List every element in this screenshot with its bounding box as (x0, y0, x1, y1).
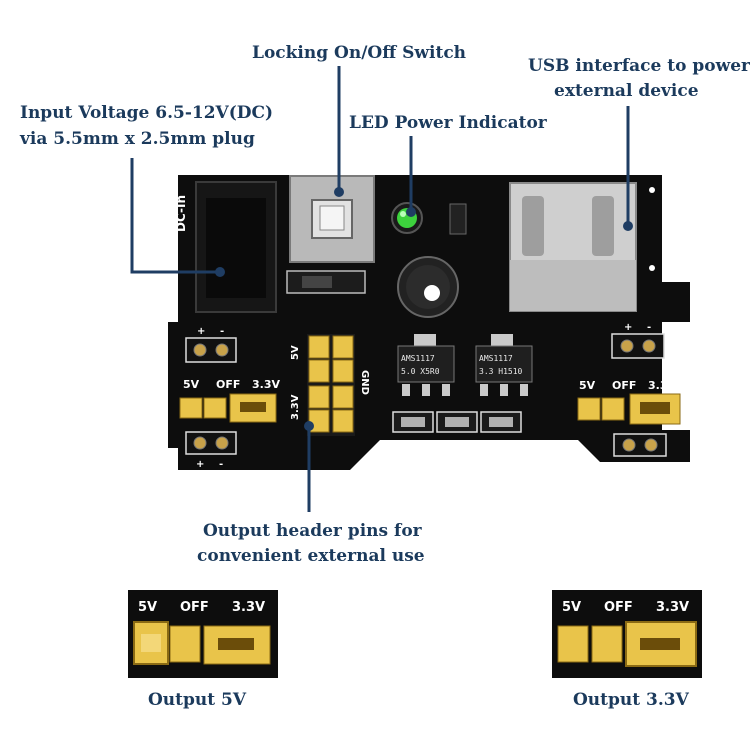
header-3v3-silk: 3.3V (290, 394, 301, 420)
regulator-5v: AMS1117 5.0 X5R0 (397, 334, 455, 396)
dc-in-silk: DC-In (174, 195, 188, 232)
left-jumper-5v: 5V (183, 378, 200, 391)
inset-output-5v: 5V OFF 3.3V (128, 590, 278, 678)
usb-label-line1: USB interface to power (528, 56, 750, 76)
regulator-3v3: AMS1117 3.3 H1510 (475, 334, 533, 396)
svg-text:-: - (647, 322, 651, 333)
left-jumper-off: OFF (216, 378, 240, 391)
right-jumper-5v: 5V (579, 379, 596, 392)
input-voltage-line1: Input Voltage 6.5-12V(DC) (20, 103, 274, 123)
right-jumper-off: OFF (612, 379, 636, 392)
svg-text:+: + (197, 326, 205, 337)
header-gnd-silk: GND (359, 370, 370, 395)
header-label-line2: convenient external use (197, 546, 425, 566)
input-voltage-line2: via 5.5mm x 2.5mm plug (20, 129, 255, 149)
input-callout-line (130, 158, 218, 274)
svg-text:-: - (219, 459, 223, 470)
svg-text:-: - (220, 326, 224, 337)
svg-text:5.0 X5R0: 5.0 X5R0 (401, 367, 440, 376)
left-jumper (179, 393, 277, 423)
svg-text:OFF: OFF (180, 600, 209, 615)
left-jumper-3v3: 3.3V (252, 378, 280, 391)
svg-text:5V: 5V (562, 600, 581, 615)
switch-label: Locking On/Off Switch (252, 43, 467, 63)
header-5v-silk: 5V (290, 345, 301, 360)
inset-caption-5v: Output 5V (148, 690, 247, 710)
svg-text:+: + (624, 322, 632, 333)
usb-label-line2: external device (554, 81, 699, 101)
svg-text:AMS1117: AMS1117 (479, 354, 513, 363)
svg-text:3.3V: 3.3V (232, 600, 265, 615)
svg-text:AMS1117: AMS1117 (401, 354, 435, 363)
svg-text:3.3V: 3.3V (656, 600, 689, 615)
header-label-line1: Output header pins for (203, 521, 422, 541)
svg-text:-: - (648, 461, 652, 472)
inset-caption-3v3: Output 3.3V (573, 690, 689, 710)
svg-text:+: + (625, 461, 633, 472)
output-header-pins (307, 334, 355, 436)
right-jumper-3v3: 3.3V (648, 379, 676, 392)
led-label: LED Power Indicator (349, 113, 547, 133)
svg-text:3.3 H1510: 3.3 H1510 (479, 367, 523, 376)
svg-text:5V: 5V (138, 600, 157, 615)
right-jumper (577, 393, 681, 425)
svg-text:OFF: OFF (604, 600, 633, 615)
svg-text:+: + (196, 459, 204, 470)
inset-output-3v3: 5V OFF 3.3V (552, 590, 702, 678)
